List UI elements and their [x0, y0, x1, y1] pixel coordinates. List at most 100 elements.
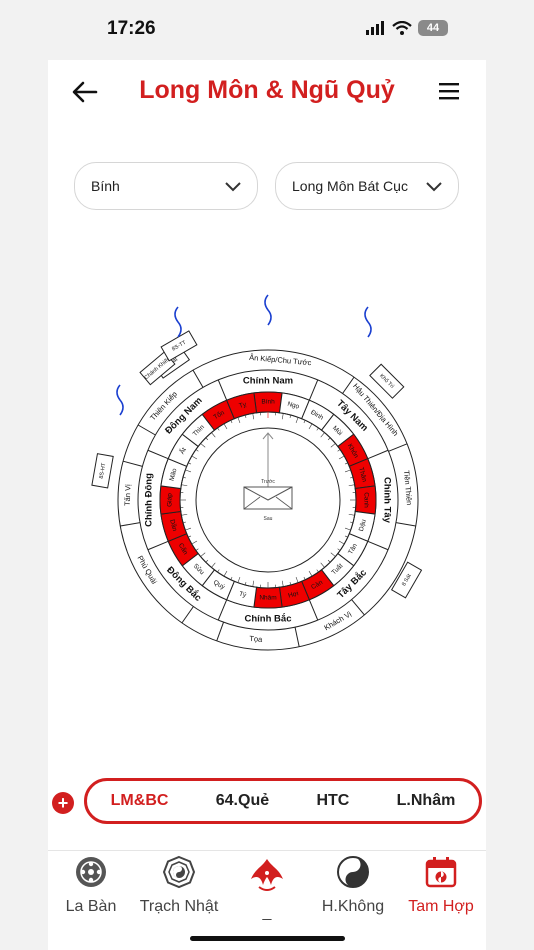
- status-time: 17:26: [107, 18, 156, 39]
- nav-item-trach-nhat[interactable]: Trạch Nhật: [134, 855, 224, 916]
- add-button[interactable]: +: [52, 792, 74, 814]
- degree-tick: [244, 414, 247, 418]
- outer-ring-divider: [137, 424, 156, 436]
- chevron-down-icon: [426, 182, 442, 192]
- degree-tick: [303, 420, 306, 424]
- outer-ring-label: Tấn Vị: [123, 484, 133, 506]
- degree-tick: [348, 513, 355, 516]
- direction-divider: [308, 599, 319, 621]
- degree-tick: [289, 414, 292, 418]
- pointer-arrowhead: [262, 432, 274, 440]
- hamburger-menu-icon[interactable]: [438, 80, 460, 102]
- calendar-icon: [425, 857, 457, 888]
- outer-ring-label: Tiên Thiên: [402, 470, 414, 506]
- outer-ring-divider: [192, 369, 204, 388]
- direction-divider: [217, 599, 228, 621]
- tab-lmbc[interactable]: LM&BC: [110, 792, 169, 809]
- nav-item-h-khong[interactable]: H.Không: [308, 855, 398, 916]
- degree-tick: [295, 417, 299, 424]
- degree-tick: [230, 420, 233, 424]
- outer-ring-inner-edge: [137, 369, 399, 631]
- mountain-label: Bính: [261, 399, 275, 406]
- degree-tick: [205, 437, 209, 441]
- nav-item-center-logo[interactable]: _: [222, 855, 312, 922]
- direction-divider: [367, 449, 389, 460]
- degree-ring-inner: [195, 427, 341, 573]
- battery-icon: 44: [418, 20, 448, 36]
- mountain-label: Tỵ: [238, 401, 248, 410]
- stem-select-value: Bính: [91, 178, 120, 194]
- status-bar: 17:26 44: [48, 0, 486, 60]
- degree-tick: [191, 540, 198, 545]
- direction-label: Chính Bắc: [245, 613, 292, 625]
- page-title: Long Môn & Ngũ Quỷ: [139, 76, 395, 104]
- degree-tick: [350, 521, 354, 524]
- energy-flow-icon: [116, 384, 124, 416]
- degree-tick: [205, 559, 209, 563]
- degree-tick: [320, 562, 325, 568]
- degree-tick: [211, 432, 216, 438]
- direction-label: Chính Tây: [381, 477, 392, 524]
- degree-tick: [338, 455, 345, 460]
- degree-tick: [295, 576, 299, 583]
- home-indicator: [190, 936, 345, 941]
- direction-divider: [308, 379, 319, 401]
- degree-tick: [211, 562, 216, 568]
- mountain-label: Ngọ: [287, 401, 301, 411]
- nav-label-center: _: [262, 904, 272, 921]
- tab-l-nham[interactable]: L.Nhâm: [396, 792, 456, 809]
- mountain-label: Giáp: [167, 493, 174, 507]
- outer-ring-divider: [181, 606, 194, 624]
- nav-item-tam-hop[interactable]: Tam Hợp: [396, 855, 486, 916]
- degree-tick: [182, 521, 186, 524]
- degree-tick: [223, 570, 228, 577]
- tab-htc[interactable]: HTC: [316, 792, 350, 809]
- bagua-icon: [162, 855, 196, 889]
- degree-tick: [330, 552, 336, 557]
- back-arrow-icon[interactable]: [70, 78, 100, 106]
- degree-tick: [281, 413, 284, 420]
- mode-select[interactable]: Long Môn Bát Cục: [275, 162, 459, 210]
- outer-ring-divider: [122, 460, 143, 467]
- yin-yang-icon: [337, 856, 369, 888]
- nav-item-la-ban[interactable]: La Bàn: [48, 855, 136, 916]
- mountain-label: Nhâm: [259, 595, 276, 602]
- degree-tick: [281, 580, 284, 587]
- degree-tick: [337, 449, 341, 452]
- degree-tick: [181, 513, 188, 516]
- outer-tab-box: [91, 453, 114, 489]
- signal-icon: [366, 21, 384, 35]
- compass-icon: [76, 857, 106, 887]
- tab-64-que[interactable]: 64.Quẻ: [215, 792, 270, 809]
- outer-ring-divider: [294, 627, 300, 647]
- degree-tick: [237, 576, 241, 583]
- degree-tick: [316, 569, 319, 573]
- center-label-front: Trước: [261, 479, 275, 485]
- degree-tick: [244, 582, 247, 586]
- wifi-icon: [392, 21, 412, 35]
- mountain-label: Canh: [362, 492, 369, 508]
- envelope-flap: [243, 486, 293, 501]
- outer-tab-box: [160, 330, 198, 362]
- degree-tick: [330, 443, 336, 448]
- outer-ring-divider: [388, 443, 408, 452]
- stem-select[interactable]: Bính: [74, 162, 258, 210]
- mountain-label: Dần: [168, 518, 180, 532]
- degree-tick: [252, 413, 255, 420]
- degree-tick: [344, 462, 348, 465]
- degree-tick: [237, 417, 241, 424]
- center-label-back: Sau: [264, 516, 273, 522]
- degree-tick: [188, 535, 192, 538]
- outer-ring-divider: [216, 621, 225, 642]
- outer-ring-divider: [351, 599, 365, 616]
- battery-level: 44: [426, 22, 440, 34]
- outer-ring-label: Tọa: [249, 634, 263, 644]
- degree-tick: [344, 535, 348, 538]
- direction-divider: [147, 540, 169, 551]
- degree-tick: [348, 484, 355, 487]
- mountain-label: Tý: [238, 591, 248, 600]
- mode-select-value: Long Môn Bát Cục: [292, 178, 408, 194]
- degree-tick: [344, 469, 351, 473]
- degree-tick: [188, 462, 192, 465]
